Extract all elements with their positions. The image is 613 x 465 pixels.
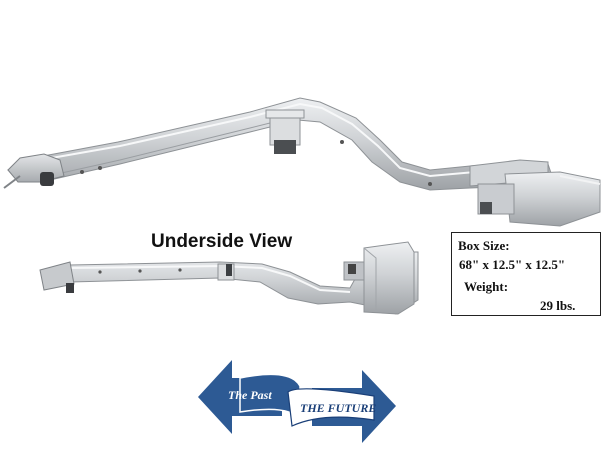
underside-view-caption: Underside View xyxy=(151,231,293,252)
spec-box: Box Size: 68" x 12.5" x 12.5" Weight: 29… xyxy=(451,232,601,316)
past-label: The Past xyxy=(228,388,272,402)
mount-bracket xyxy=(265,109,305,154)
box-dimensions: 68" x 12.5" x 12.5" xyxy=(459,257,566,272)
future-label: THE FUTURE xyxy=(300,401,377,415)
weight-value: 29 lbs. xyxy=(540,298,576,313)
frame-rail-top-view xyxy=(3,97,601,227)
frame-rail-underside-view xyxy=(39,241,419,315)
box-size-label: Box Size: xyxy=(458,238,510,253)
bolt-icon xyxy=(40,172,54,186)
past-future-arrows xyxy=(198,360,396,443)
rear-section xyxy=(469,159,601,227)
weight-label: Weight: xyxy=(464,279,509,294)
